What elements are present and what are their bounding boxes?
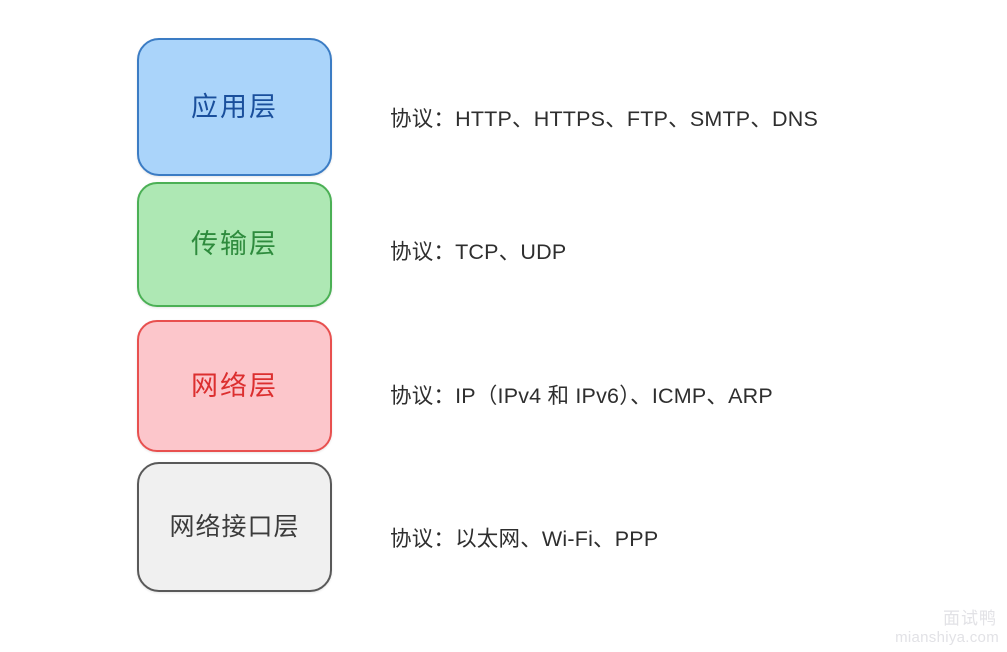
layer-label-application: 应用层	[191, 91, 278, 122]
protocol-text-network-interface: 协议：以太网、Wi-Fi、PPP	[390, 527, 659, 551]
protocol-text-transport: 协议：TCP、UDP	[390, 240, 567, 264]
layer-box-application: 应用层	[137, 38, 332, 176]
watermark: 面试鸭 mianshiya.com	[895, 609, 999, 646]
watermark-url: mianshiya.com	[895, 628, 999, 646]
layer-box-network-interface: 网络接口层	[137, 462, 332, 592]
layer-box-transport: 传输层	[137, 182, 332, 307]
protocol-text-application: 协议：HTTP、HTTPS、FTP、SMTP、DNS	[390, 107, 819, 131]
watermark-brand: 面试鸭	[943, 609, 997, 629]
layer-label-transport: 传输层	[191, 229, 278, 259]
protocol-text-network: 协议：IP（IPv4 和 IPv6）、ICMP、ARP	[390, 384, 773, 408]
layer-label-network: 网络层	[191, 370, 278, 401]
layer-label-network-interface: 网络接口层	[169, 512, 300, 541]
layer-box-network: 网络层	[137, 320, 332, 452]
